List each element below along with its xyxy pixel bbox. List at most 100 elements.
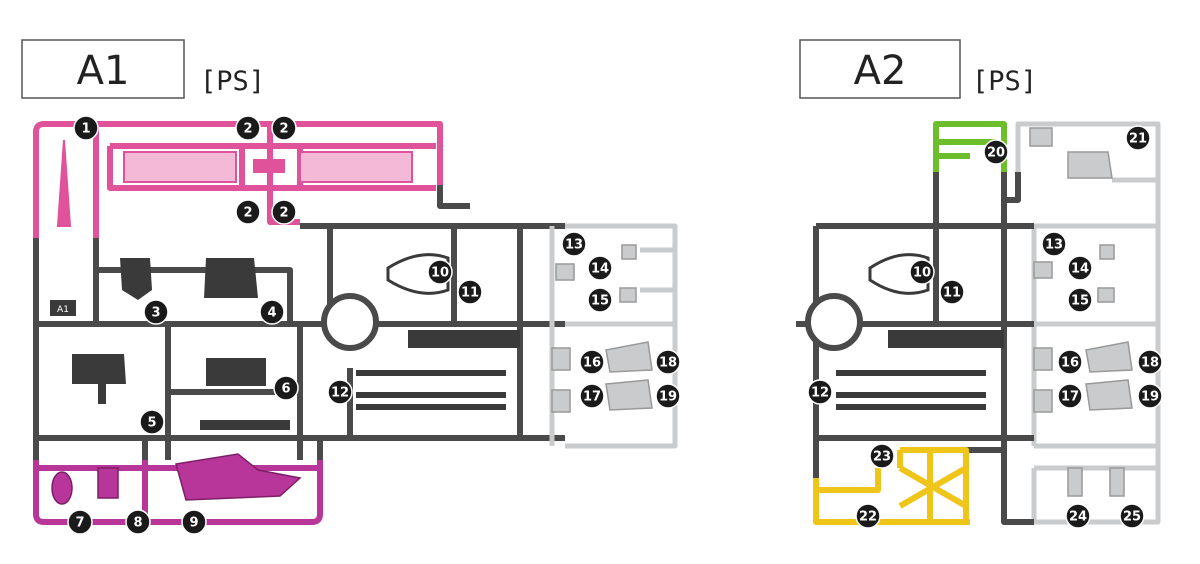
a1-runner-hub	[321, 293, 379, 351]
part-callout: 9	[181, 509, 207, 535]
callout-number: 6	[281, 382, 290, 397]
callout-number: 16	[583, 356, 601, 371]
callout-badge	[1057, 349, 1083, 375]
sprue-a1-title-box	[21, 39, 185, 99]
sprue-a2: 10 11 12 13 14 15 16 17 18 19 20 21 22 23 24 25	[796, 121, 1163, 529]
part-callout: 1	[73, 115, 99, 141]
part-callout: 17	[579, 383, 605, 409]
callout-number: 13	[565, 238, 583, 253]
callout-badge	[327, 379, 353, 405]
callout-number: 14	[1071, 262, 1089, 277]
callout-badge	[457, 279, 483, 305]
a2-dark-parts	[836, 253, 1004, 410]
part-callout: 25	[1119, 503, 1145, 529]
callout-badge	[125, 509, 151, 535]
callout-number: 19	[659, 390, 677, 405]
part-callout: 18	[1137, 349, 1163, 375]
callout-number: 19	[1141, 390, 1159, 405]
a2-runner-hub	[805, 293, 863, 351]
callout-badge	[1137, 349, 1163, 375]
part-callout: 16	[1057, 349, 1083, 375]
part-callout: 6	[273, 375, 299, 401]
a1-dark-parts	[72, 253, 520, 430]
a1-lightgrey-frame	[549, 223, 678, 449]
callout-badge	[1041, 231, 1067, 257]
sprue-a2-title-box	[799, 39, 961, 99]
a2-yellow-frame	[813, 447, 970, 525]
a1-gate-tag-box	[50, 300, 76, 316]
a2-lightgrey-frame	[1015, 121, 1161, 525]
callout-number: 24	[1069, 510, 1087, 525]
callout-badge	[579, 383, 605, 409]
callout-badge	[869, 443, 895, 469]
a1-runner-frame	[33, 185, 565, 460]
part-callout: 13	[561, 231, 587, 257]
callout-badge	[235, 115, 261, 141]
callout-number: 12	[331, 386, 349, 401]
callout-number: 25	[1123, 510, 1141, 525]
callout-badge	[655, 349, 681, 375]
part-callout: 11	[939, 279, 965, 305]
callout-badge	[561, 231, 587, 257]
callout-number: 16	[1061, 356, 1079, 371]
callout-number: 17	[583, 390, 601, 405]
callout-number: 7	[75, 516, 84, 531]
callout-number: 2	[279, 122, 288, 137]
part-callout: 8	[125, 509, 151, 535]
callout-badge	[983, 139, 1009, 165]
callout-badge	[807, 379, 833, 405]
callout-badge	[655, 383, 681, 409]
callout-number: 22	[859, 510, 877, 525]
part-callout: 19	[655, 383, 681, 409]
sprue-a1-header: A1 [PS]	[21, 39, 265, 99]
callout-number: 14	[591, 262, 609, 277]
callout-badge	[855, 503, 881, 529]
part-callout: 18	[655, 349, 681, 375]
callout-badge	[579, 349, 605, 375]
a1-lightgrey-parts	[551, 244, 653, 413]
callout-badge	[271, 115, 297, 141]
callout-badge	[1137, 383, 1163, 409]
callout-number: 13	[1045, 238, 1063, 253]
callout-number: 2	[279, 206, 288, 221]
callout-number: 8	[133, 516, 142, 531]
callout-badge	[139, 409, 165, 435]
callout-number: 10	[431, 266, 449, 281]
callout-number: 21	[1129, 132, 1147, 147]
callout-number: 9	[189, 516, 198, 531]
callout-badge	[1125, 125, 1151, 151]
part-callout: 2	[235, 199, 261, 225]
sprue-a1-title: A1	[77, 48, 130, 94]
part-callout: 17	[1057, 383, 1083, 409]
callout-number: 3	[151, 306, 160, 321]
part-callout: 12	[807, 379, 833, 405]
callout-badge	[1065, 503, 1091, 529]
callout-badge	[273, 375, 299, 401]
callout-number: 11	[943, 286, 961, 301]
part-callout: 2	[271, 199, 297, 225]
callout-number: 2	[243, 122, 252, 137]
part-callout: 2	[271, 115, 297, 141]
callout-badge	[181, 509, 207, 535]
sprue-a2-title: A2	[854, 48, 907, 94]
part-callout: 11	[457, 279, 483, 305]
part-callout: 13	[1041, 231, 1067, 257]
callout-badge	[259, 299, 285, 325]
sprue-a1-material: [PS]	[200, 66, 265, 97]
part-callout: 12	[327, 379, 353, 405]
a1-pink-parts	[56, 139, 413, 227]
callout-badge	[587, 287, 613, 313]
callout-badge	[427, 259, 453, 285]
callout-number: 10	[913, 266, 931, 281]
callout-number: 15	[1071, 294, 1089, 309]
callout-badge	[1067, 287, 1093, 313]
callout-number: 11	[461, 286, 479, 301]
callout-number: 1	[81, 122, 90, 137]
part-callout: 20	[983, 139, 1009, 165]
callout-number: 23	[873, 450, 891, 465]
callout-number: 18	[659, 356, 677, 371]
part-callout: 3	[143, 299, 169, 325]
callout-number: 20	[987, 146, 1005, 161]
callout-badge	[271, 199, 297, 225]
